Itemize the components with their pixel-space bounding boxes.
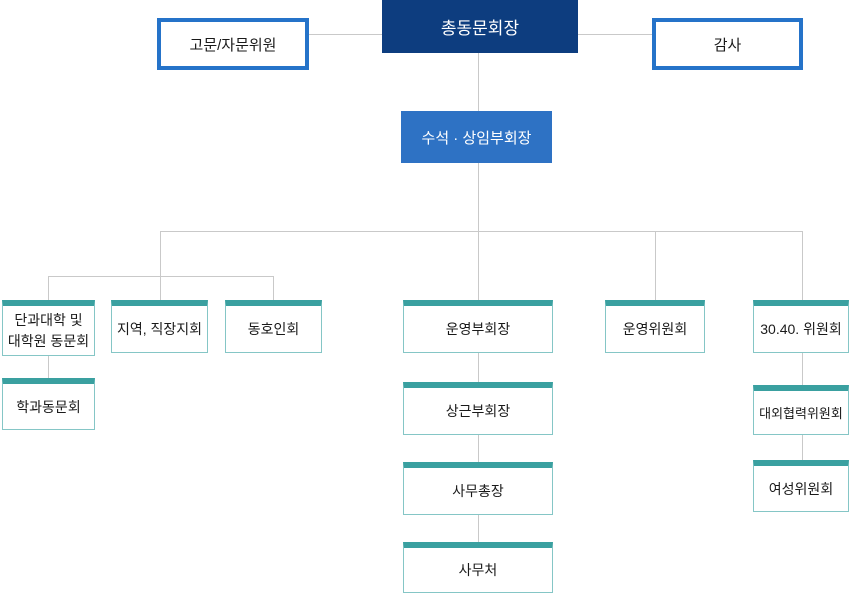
connector-line bbox=[160, 231, 802, 232]
node-standing-vice-chairman-label: 상근부회장 bbox=[445, 403, 511, 419]
node-operating-committee-label: 운영위원회 bbox=[622, 321, 688, 337]
connector-line bbox=[802, 231, 803, 300]
connector-line bbox=[478, 53, 479, 111]
node-senior-vice-chairman-label: 수석 · 상임부회장 bbox=[421, 129, 532, 147]
connector-line bbox=[160, 231, 161, 300]
node-chairman-label: 총동문회장 bbox=[440, 19, 520, 38]
node-college-alumni: 단과대학 및 대학원 동문회 bbox=[2, 300, 95, 356]
node-college-alumni-label: 단과대학 및 대학원 동문회 bbox=[7, 312, 90, 349]
node-regional-chapters: 지역, 직장지회 bbox=[111, 300, 208, 353]
node-3040-committee: 30.40. 위원회 bbox=[753, 300, 849, 353]
node-secretariat-label: 사무처 bbox=[458, 562, 498, 578]
node-standing-vice-chairman: 상근부회장 bbox=[403, 382, 553, 435]
node-hobby-clubs: 동호인회 bbox=[225, 300, 322, 353]
connector-line bbox=[655, 231, 656, 300]
connector-line bbox=[48, 356, 49, 378]
connector-line bbox=[478, 515, 479, 542]
node-womens-committee-label: 여성위원회 bbox=[768, 480, 834, 497]
node-external-cooperation-committee-label: 대외협력위원회 bbox=[759, 406, 843, 421]
node-department-alumni-label: 학과동문회 bbox=[16, 398, 81, 415]
node-secretary-general-label: 사무총장 bbox=[452, 483, 504, 499]
connector-line bbox=[802, 353, 803, 385]
node-regional-chapters-label: 지역, 직장지회 bbox=[116, 321, 203, 337]
connector-line bbox=[48, 276, 49, 300]
connector-line bbox=[578, 34, 652, 35]
connector-line bbox=[478, 163, 479, 300]
node-operating-committee: 운영위원회 bbox=[605, 300, 705, 353]
node-chairman: 총동문회장 bbox=[382, 0, 578, 53]
node-secretariat: 사무처 bbox=[403, 542, 553, 593]
node-auditor-label: 감사 bbox=[713, 36, 742, 54]
node-operating-vice-chairman-label: 운영부회장 bbox=[445, 321, 511, 337]
node-senior-vice-chairman: 수석 · 상임부회장 bbox=[401, 111, 552, 163]
node-department-alumni: 학과동문회 bbox=[2, 378, 95, 430]
connector-line bbox=[309, 34, 382, 35]
node-operating-vice-chairman: 운영부회장 bbox=[403, 300, 553, 353]
node-auditor: 감사 bbox=[652, 18, 803, 70]
node-hobby-clubs-label: 동호인회 bbox=[247, 321, 300, 337]
node-secretary-general: 사무총장 bbox=[403, 462, 553, 515]
connector-line bbox=[478, 353, 479, 382]
node-advisors-label: 고문/자문위원 bbox=[189, 36, 277, 54]
connector-line bbox=[802, 435, 803, 460]
node-womens-committee: 여성위원회 bbox=[753, 460, 849, 512]
connector-line bbox=[478, 435, 479, 462]
node-advisors: 고문/자문위원 bbox=[157, 18, 309, 70]
node-3040-committee-label: 30.40. 위원회 bbox=[760, 321, 842, 337]
node-external-cooperation-committee: 대외협력위원회 bbox=[753, 385, 849, 435]
connector-line bbox=[273, 276, 274, 300]
